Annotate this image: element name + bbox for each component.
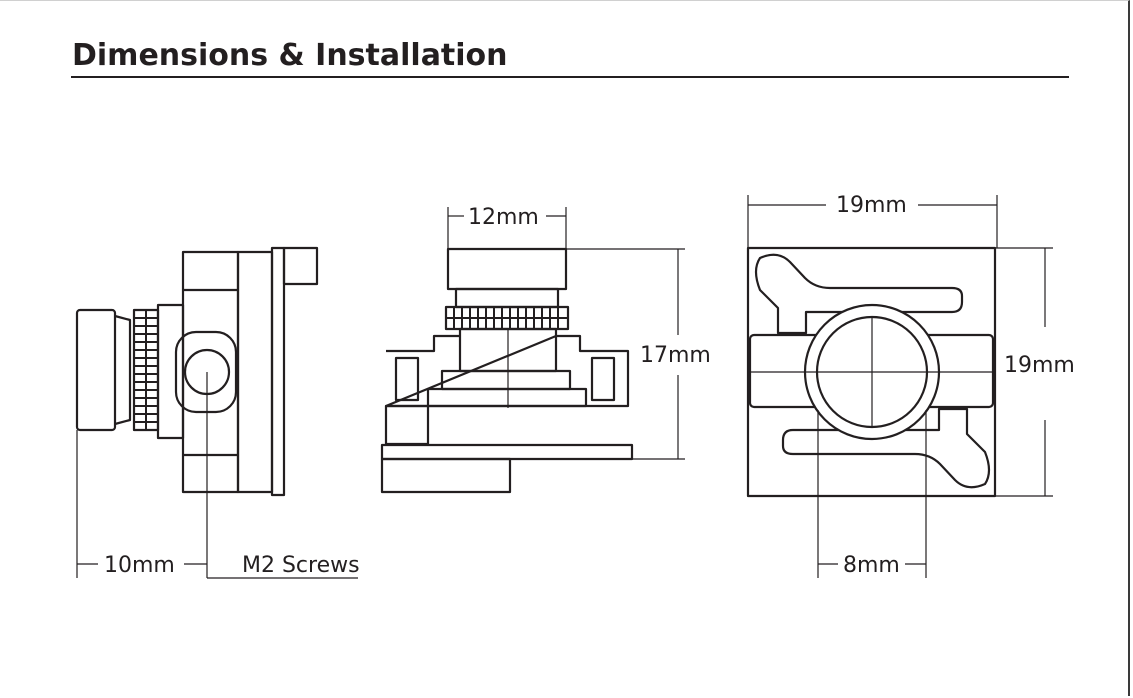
back-hole-spacing-label: 8mm [843, 553, 900, 578]
front-height-label: 17mm [640, 343, 711, 368]
side-lens-depth-label: 10mm [104, 553, 175, 578]
front-view-drawing [380, 207, 685, 494]
front-lens-width-label: 12mm [468, 205, 539, 230]
side-screws-label: M2 Screws [242, 553, 360, 578]
side-view-drawing [75, 246, 358, 579]
title-underline [71, 76, 1069, 78]
back-view-drawing [746, 195, 1053, 578]
page-title: Dimensions & Installation [72, 38, 508, 73]
back-width-label: 19mm [836, 193, 907, 218]
back-height-label: 19mm [1004, 353, 1075, 378]
